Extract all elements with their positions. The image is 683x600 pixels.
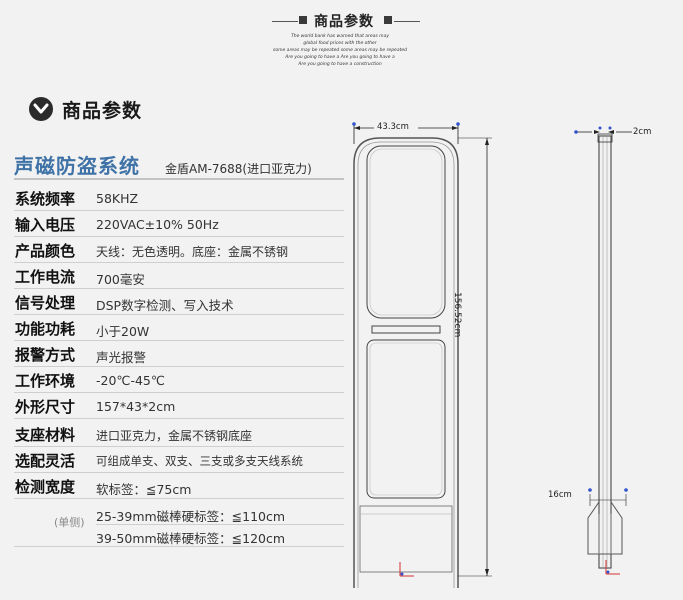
detection-hard-tag-small: 25-39mm磁棒硬标签：≦110cm: [96, 509, 286, 524]
spec-value-signal: DSP数字检测、写入技术: [96, 298, 234, 313]
spec-divider: [14, 288, 344, 289]
banner-tagline-4: Are you going to have a Are you going to…: [285, 55, 395, 60]
product-model: 金盾AM-7688(进口亚克力): [165, 162, 312, 176]
spec-label-dimensions: 外形尺寸: [15, 398, 76, 416]
spec-divider: [14, 546, 344, 547]
spec-value-material: 进口亚克力，金属不锈钢底座: [96, 429, 253, 443]
spec-value-environment: -20℃-45℃: [96, 373, 165, 388]
banner-tagline-5: Are you going to have a construction: [298, 62, 382, 67]
spec-divider: [14, 236, 344, 237]
banner-tagline-2: global food prices with the other: [303, 41, 377, 46]
spec-value-power: 小于20W: [96, 324, 150, 339]
spec-label-power: 功能功耗: [15, 320, 76, 338]
side-view-drawing: [574, 126, 632, 575]
spec-divider: [14, 446, 344, 447]
spec-label-environment: 工作环境: [15, 372, 76, 390]
banner-tagline-3: some areas may be repeated some areas ma…: [273, 48, 407, 53]
spec-value-frequency: 58KHZ: [96, 191, 139, 206]
side-width-label: 2cm: [633, 127, 652, 137]
banner-line-left: [272, 21, 298, 22]
spec-label-current: 工作电流: [15, 268, 76, 286]
spec-divider: [96, 524, 344, 525]
banner-line-right: [394, 21, 420, 22]
product-name: 声磁防盗系统: [14, 154, 140, 178]
spec-label-frequency: 系统频率: [15, 190, 76, 208]
base-width-label: 16cm: [548, 490, 572, 500]
spec-value-dimensions: 157*43*2cm: [96, 399, 176, 414]
spec-value-current: 700毫安: [96, 272, 145, 287]
front-height-label: 156.52cm: [452, 292, 462, 338]
detection-side-note: (单侧): [54, 516, 85, 529]
section-title: 商品参数: [62, 100, 143, 122]
banner-title: 商品参数: [314, 14, 374, 30]
spec-label-detection: 检测宽度: [15, 478, 76, 496]
spec-label-material: 支座材料: [15, 426, 76, 444]
spec-value-color: 天线：无色透明。底座：金属不锈钢: [96, 245, 289, 259]
spec-divider: [14, 262, 344, 263]
front-width-label: 43.3cm: [377, 122, 409, 132]
spec-divider: [14, 340, 344, 341]
spec-divider: [14, 498, 344, 499]
spec-value-voltage: 220VAC±10% 50Hz: [96, 217, 219, 232]
spec-divider: [14, 418, 344, 419]
banner-square-left-icon: [299, 16, 307, 24]
product-divider: [14, 178, 344, 180]
spec-divider: [14, 392, 344, 393]
spec-label-alarm: 报警方式: [15, 346, 76, 364]
spec-divider: [14, 314, 344, 315]
spec-label-color: 产品颜色: [15, 242, 76, 260]
banner-tagline-1: The world bank has warned that areas may: [291, 34, 389, 39]
spec-value-detection: 软标签：≦75cm: [96, 482, 192, 497]
spec-label-signal: 信号处理: [15, 294, 76, 312]
banner-square-right-icon: [384, 16, 392, 24]
spec-divider: [14, 210, 344, 211]
detection-hard-tag-large: 39-50mm磁棒硬标签：≦120cm: [96, 531, 286, 546]
spec-label-voltage: 输入电压: [15, 216, 76, 234]
spec-value-options: 可组成单支、双支、三支或多支天线系统: [96, 454, 303, 468]
spec-divider: [14, 472, 344, 473]
front-view-drawing: [352, 121, 492, 588]
spec-value-alarm: 声光报警: [96, 350, 147, 365]
spec-label-options: 选配灵活: [15, 452, 76, 470]
chevron-down-icon: [29, 97, 53, 121]
spec-divider: [14, 366, 344, 367]
